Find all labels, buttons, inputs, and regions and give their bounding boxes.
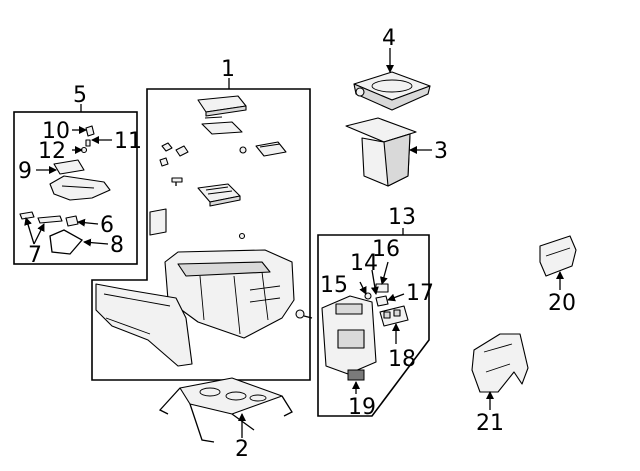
console-tray bbox=[353, 71, 431, 111]
trim-cover bbox=[539, 235, 577, 277]
rear-cover bbox=[471, 333, 529, 393]
latch-kit bbox=[19, 125, 111, 255]
mounting-bracket bbox=[158, 377, 293, 443]
callout-19: 19 bbox=[348, 395, 376, 420]
group-box-5 bbox=[13, 111, 138, 265]
callout-13: 13 bbox=[388, 205, 416, 230]
callout-16: 16 bbox=[372, 237, 400, 262]
callout-6: 6 bbox=[100, 213, 114, 238]
callout-8: 8 bbox=[110, 233, 124, 258]
callout-4: 4 bbox=[382, 26, 396, 51]
callout-14: 14 bbox=[350, 251, 378, 276]
callout-12: 12 bbox=[38, 139, 66, 164]
callout-1: 1 bbox=[221, 57, 235, 82]
leader-lines bbox=[24, 48, 564, 438]
group-box-13 bbox=[317, 234, 430, 417]
callout-21: 21 bbox=[476, 411, 504, 436]
callout-15: 15 bbox=[320, 273, 348, 298]
callout-20: 20 bbox=[548, 291, 576, 316]
callout-11: 11 bbox=[114, 129, 142, 154]
group-box-1 bbox=[91, 88, 311, 381]
callout-10: 10 bbox=[42, 119, 70, 144]
storage-bin bbox=[345, 117, 417, 187]
switch-panel bbox=[321, 283, 409, 381]
console-assembly bbox=[95, 95, 313, 367]
callout-9: 9 bbox=[18, 159, 32, 184]
callout-18: 18 bbox=[388, 347, 416, 372]
callout-7: 7 bbox=[28, 243, 42, 268]
callout-3: 3 bbox=[434, 139, 448, 164]
callout-2: 2 bbox=[235, 437, 249, 462]
callout-5: 5 bbox=[73, 83, 87, 108]
callout-17: 17 bbox=[406, 281, 434, 306]
